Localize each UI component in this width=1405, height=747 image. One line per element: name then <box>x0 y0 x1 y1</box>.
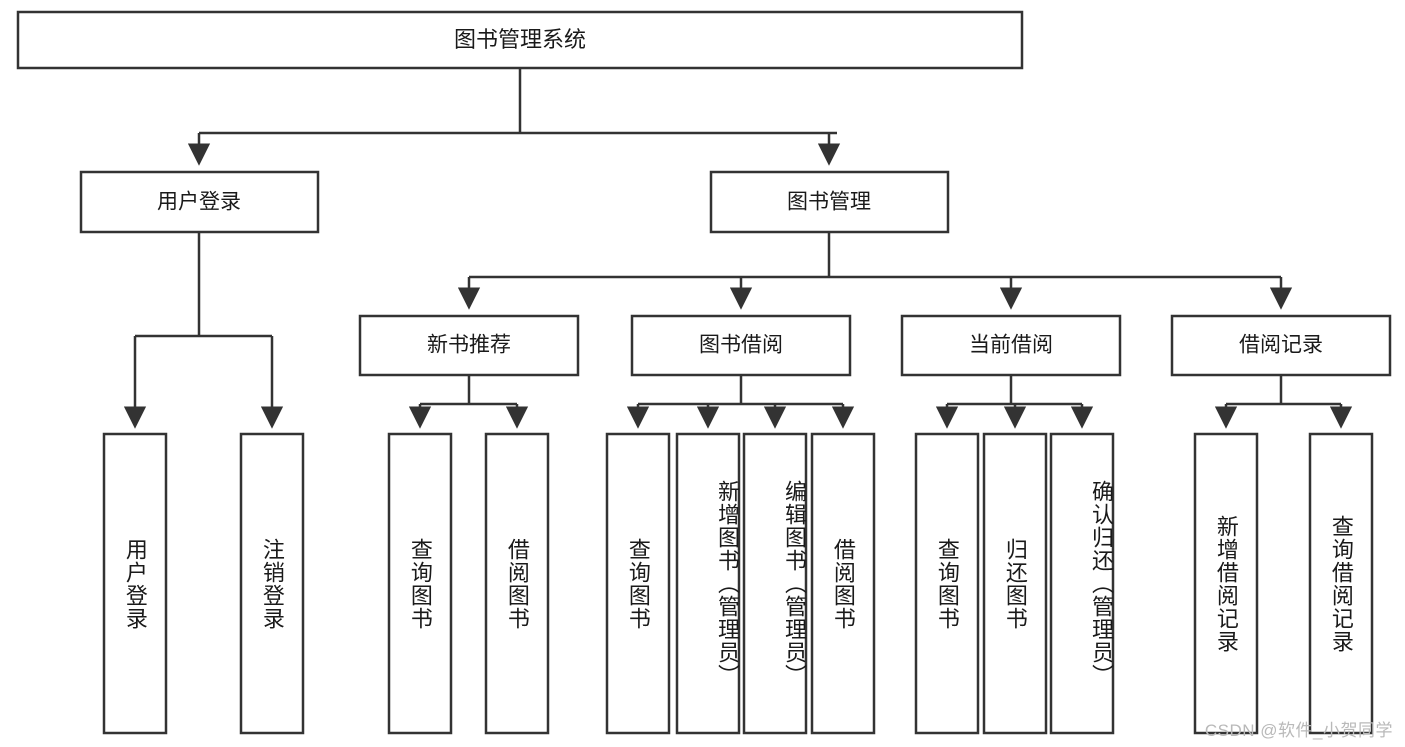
node-leaf-user-login[interactable] <box>102 432 168 735</box>
connector-user-login-to-leaves <box>123 232 284 429</box>
node-leaf-borrow-book-2[interactable] <box>810 432 876 735</box>
node-current-borrow[interactable]: 当前借阅 <box>900 314 1122 377</box>
connector-new-book-rec-to-leaves <box>408 375 529 429</box>
node-leaf-borrow-book-1[interactable] <box>484 432 550 735</box>
node-book-manage[interactable]: 图书管理 <box>709 170 950 234</box>
node-leaf-confirm-return[interactable] <box>1049 432 1115 735</box>
node-leaf-query-book-1[interactable] <box>387 432 453 735</box>
connector-borrow-record-to-leaves <box>1214 375 1353 429</box>
node-user-login[interactable]: 用户登录 <box>79 170 320 234</box>
node-book-manage-label: 图书管理 <box>787 191 871 214</box>
node-root-label: 图书管理系统 <box>454 27 586 52</box>
node-leaf-edit-book[interactable] <box>742 432 808 735</box>
connector-book-borrow-to-leaves <box>626 375 855 429</box>
connector-book-manage-to-level3 <box>457 232 1293 310</box>
node-book-borrow-label: 图书借阅 <box>699 334 783 357</box>
connector-root-to-level2 <box>187 68 841 166</box>
node-leaf-query-record[interactable] <box>1308 432 1374 735</box>
node-new-book-rec[interactable]: 新书推荐 <box>358 314 580 377</box>
connector-current-borrow-to-leaves <box>935 375 1094 429</box>
node-root[interactable]: 图书管理系统 <box>16 10 1024 70</box>
node-leaf-add-record[interactable] <box>1193 432 1259 735</box>
csdn-watermark: CSDN @软件_小贺同学 <box>1204 721 1393 740</box>
node-leaf-add-book[interactable] <box>675 432 741 735</box>
node-user-login-label: 用户登录 <box>157 191 241 214</box>
node-leaf-query-book-2[interactable] <box>605 432 671 735</box>
node-leaf-user-logout[interactable] <box>239 432 305 735</box>
node-leaf-query-book-3[interactable] <box>914 432 980 735</box>
node-borrow-record-label: 借阅记录 <box>1239 334 1323 357</box>
node-new-book-rec-label: 新书推荐 <box>427 334 511 357</box>
node-book-borrow[interactable]: 图书借阅 <box>630 314 852 377</box>
node-borrow-record[interactable]: 借阅记录 <box>1170 314 1392 377</box>
node-current-borrow-label: 当前借阅 <box>969 334 1053 357</box>
node-leaf-return-book[interactable] <box>982 432 1048 735</box>
